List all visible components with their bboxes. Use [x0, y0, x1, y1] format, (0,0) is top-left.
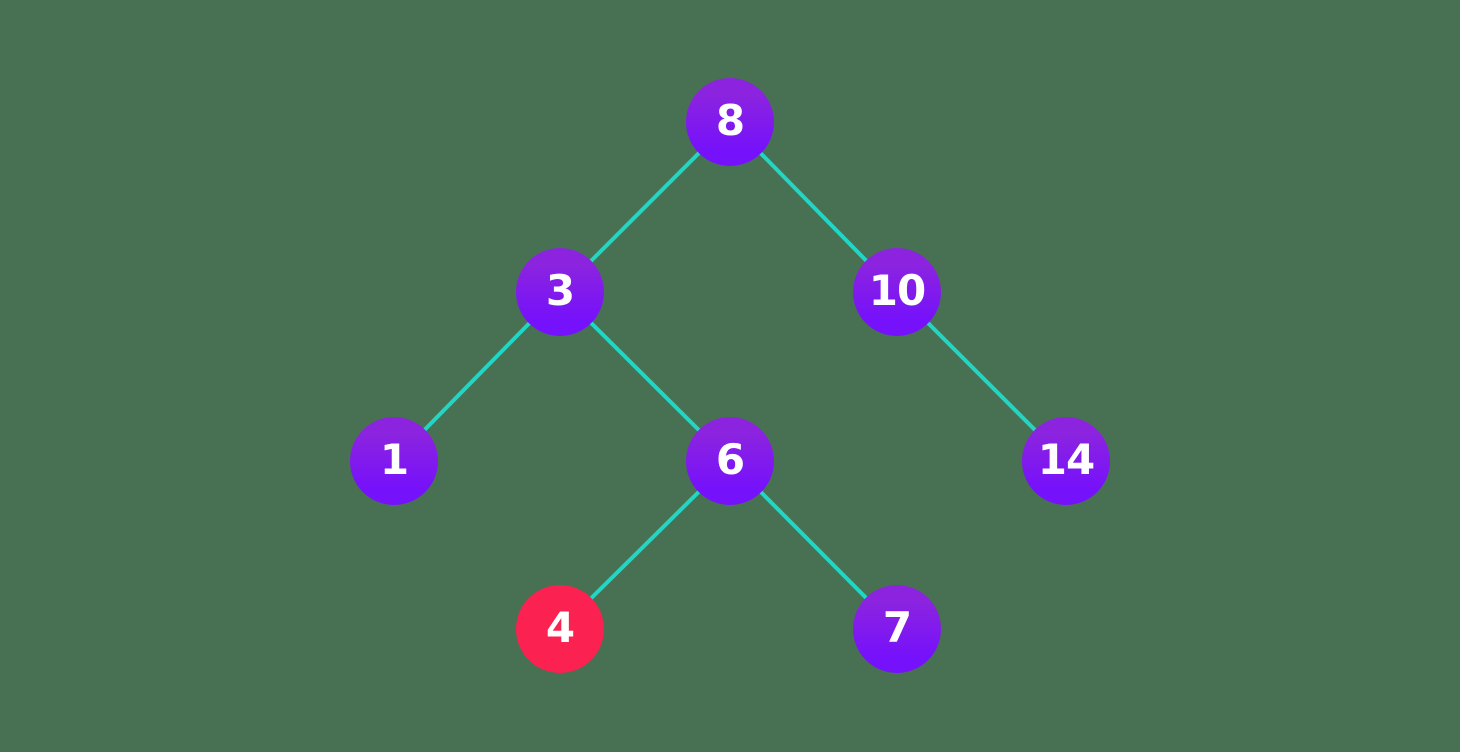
tree-node-14: 14 — [1022, 417, 1110, 505]
node-label: 14 — [1037, 435, 1095, 484]
node-label: 7 — [882, 603, 912, 652]
node-label: 6 — [715, 435, 745, 484]
node-label: 10 — [868, 266, 926, 315]
tree-node-10: 10 — [853, 248, 941, 336]
tree-node-3: 3 — [516, 248, 604, 336]
node-label: 4 — [545, 603, 575, 652]
node-label: 8 — [715, 96, 745, 145]
tree-node-7: 7 — [853, 585, 941, 673]
tree-node-4-highlighted: 4 — [516, 585, 604, 673]
tree-node-1: 1 — [350, 417, 438, 505]
node-label: 1 — [379, 435, 409, 484]
node-label: 3 — [545, 266, 575, 315]
tree-node-8: 8 — [686, 78, 774, 166]
tree-node-6: 6 — [686, 417, 774, 505]
